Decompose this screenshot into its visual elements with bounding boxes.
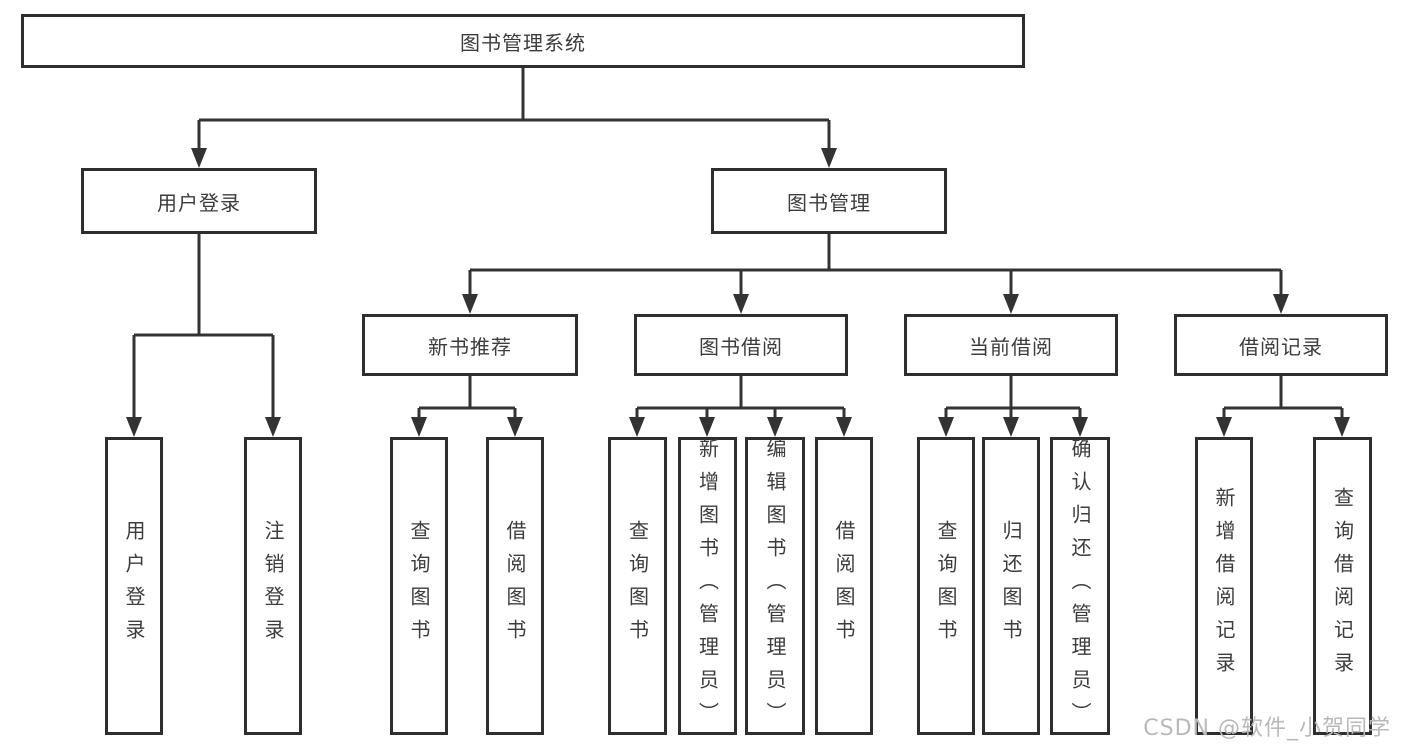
- connector-new-book-branch: [417, 376, 517, 419]
- node-book-management: 图书管理: [711, 168, 947, 234]
- leaf-user-login-label: 用户登录: [122, 520, 146, 652]
- arrow-borrow-records: [1273, 294, 1289, 314]
- leaf-confirm-return-admin-label: 确认归还（管理员）: [1068, 437, 1092, 735]
- leaf-borrow-books-1: 借阅图书: [486, 437, 544, 735]
- arrow-leaf-add-record: [1216, 417, 1232, 437]
- node-new-book-recommend: 新书推荐: [362, 314, 578, 376]
- leaf-borrow-books-1-label: 借阅图书: [503, 520, 527, 652]
- arrow-leaf-query-books-3: [938, 417, 954, 437]
- arrow-book-mgmt: [821, 148, 837, 168]
- connector-borrow-records-branch: [1222, 376, 1344, 419]
- leaf-query-borrow-record: 查询借阅记录: [1313, 437, 1372, 735]
- leaf-borrow-books-2-label: 借阅图书: [832, 520, 856, 652]
- node-user-login: 用户登录: [81, 168, 317, 234]
- arrow-leaf-query-record: [1334, 417, 1350, 437]
- arrow-leaf-add-books: [699, 417, 715, 437]
- arrow-user-login: [191, 148, 207, 168]
- leaf-add-borrow-record: 新增借阅记录: [1195, 437, 1253, 735]
- leaf-return-books-label: 归还图书: [999, 520, 1023, 652]
- arrow-leaf-edit-books: [767, 417, 783, 437]
- arrow-leaf-borrow-books-1: [507, 417, 523, 437]
- node-user-login-label: 用户登录: [157, 190, 241, 215]
- leaf-add-books-admin: 新增图书（管理员）: [678, 437, 737, 735]
- leaf-add-books-admin-label: 新增图书（管理员）: [695, 437, 720, 735]
- leaf-query-books-3: 查询图书: [917, 437, 975, 735]
- leaf-query-books-3-label: 查询图书: [934, 520, 958, 652]
- arrow-leaf-query-books-1: [411, 417, 427, 437]
- arrow-leaf-user-login: [126, 417, 142, 437]
- leaf-query-books-1: 查询图书: [390, 437, 448, 735]
- arrow-leaf-confirm-return: [1072, 417, 1088, 437]
- node-root-label: 图书管理系统: [460, 30, 586, 55]
- node-borrow-records-label: 借阅记录: [1239, 334, 1323, 359]
- leaf-confirm-return-admin: 确认归还（管理员）: [1050, 437, 1110, 735]
- node-book-borrow: 图书借阅: [634, 314, 848, 376]
- leaf-return-books: 归还图书: [982, 437, 1040, 735]
- connector-book-borrow-branch: [635, 376, 846, 419]
- node-book-management-label: 图书管理: [787, 190, 871, 215]
- node-book-borrow-label: 图书借阅: [699, 334, 783, 359]
- leaf-edit-books-admin: 编辑图书（管理员）: [745, 437, 805, 735]
- arrow-new-book: [462, 294, 478, 314]
- node-new-book-recommend-label: 新书推荐: [428, 334, 512, 359]
- leaf-add-borrow-record-label: 新增借阅记录: [1212, 487, 1236, 685]
- arrow-book-borrow: [733, 294, 749, 314]
- arrow-leaf-query-books-2: [629, 417, 645, 437]
- leaf-logout-label: 注销登录: [261, 520, 285, 652]
- leaf-edit-books-admin-label: 编辑图书（管理员）: [763, 437, 787, 735]
- csdn-watermark: CSDN @软件_小贺同学: [1143, 716, 1391, 741]
- leaf-query-books-2: 查询图书: [608, 437, 667, 735]
- arrow-current-borrow: [1003, 294, 1019, 314]
- node-current-borrow: 当前借阅: [904, 314, 1118, 376]
- connector-root-to-level2: [197, 68, 831, 150]
- arrow-leaf-borrow-books-2: [836, 417, 852, 437]
- connector-current-borrow-branch: [944, 376, 1082, 419]
- connector-book-mgmt-branch: [468, 234, 1283, 296]
- leaf-query-borrow-record-label: 查询借阅记录: [1330, 487, 1355, 685]
- connector-user-login-branch: [132, 234, 275, 419]
- node-borrow-records: 借阅记录: [1174, 314, 1388, 376]
- node-current-borrow-label: 当前借阅: [969, 334, 1053, 359]
- arrow-leaf-logout: [265, 417, 281, 437]
- leaf-query-books-1-label: 查询图书: [407, 520, 431, 652]
- leaf-query-books-2-label: 查询图书: [625, 520, 650, 652]
- node-root: 图书管理系统: [21, 14, 1025, 68]
- leaf-logout: 注销登录: [244, 437, 302, 735]
- arrow-leaf-return-books: [1003, 417, 1019, 437]
- leaf-borrow-books-2: 借阅图书: [815, 437, 873, 735]
- leaf-user-login: 用户登录: [105, 437, 163, 735]
